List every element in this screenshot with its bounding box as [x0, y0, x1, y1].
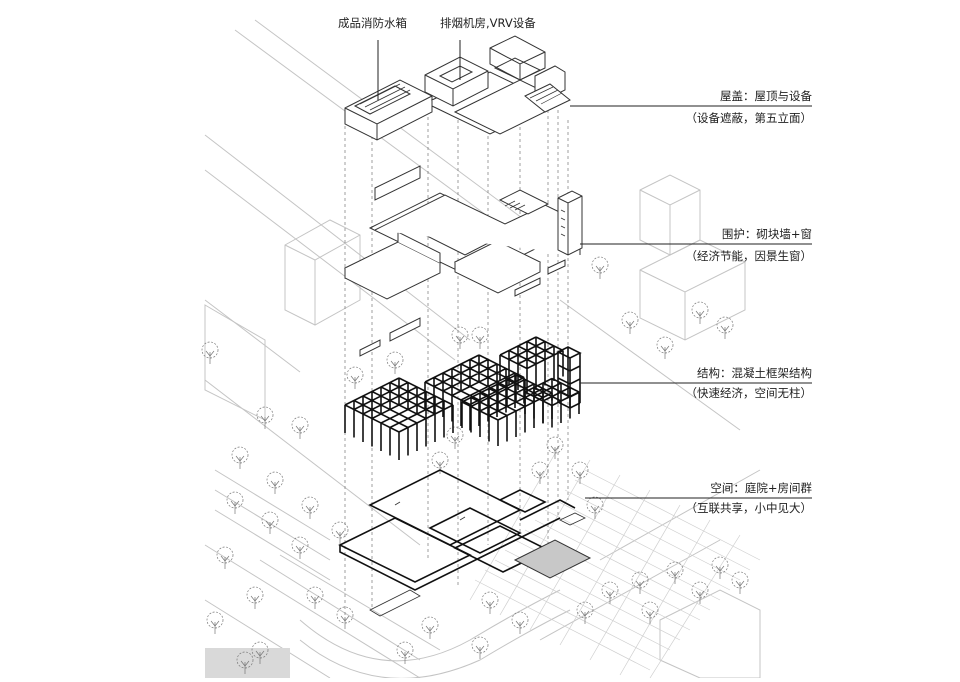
concrete-frame: [499, 336, 564, 395]
tree-icon: [731, 571, 749, 594]
tree-icon: [586, 496, 604, 519]
tree-icon: [346, 366, 364, 389]
tree-icon: [691, 581, 709, 604]
site-context: [204, 19, 761, 679]
tree-icon: [231, 446, 249, 469]
tree-icon: [206, 611, 224, 634]
tree-icon: [666, 561, 684, 584]
tree-icon: [246, 586, 264, 609]
concrete-frame: [424, 354, 525, 431]
tree-icon: [301, 496, 319, 519]
tree-icon: [386, 351, 404, 374]
annotation-title: 空间：庭院+房间群: [710, 481, 812, 495]
tree-icon: [531, 461, 549, 484]
annotation-subtitle: （互联共享，小中见大）: [685, 501, 813, 515]
annotation-subtitle: （经济节能，因景生窗）: [685, 249, 813, 263]
tree-icon: [306, 586, 324, 609]
tree-icon: [711, 556, 729, 579]
space-details: [369, 501, 586, 617]
annotation-title: 围护：砌块墙+窗: [721, 227, 812, 241]
tree-icon: [446, 426, 464, 449]
tree-icon: [511, 611, 529, 634]
tree-icon: [291, 536, 309, 559]
stair-tower-frame: [556, 346, 582, 409]
tree-icon: [261, 511, 279, 534]
annotation-title: 屋盖：屋顶与设备: [720, 89, 812, 103]
structure-layer: [344, 336, 582, 460]
exhaust-room-label: 排烟机房,VRV设备: [440, 16, 536, 30]
tree-icon: [571, 461, 589, 484]
tree-icon: [656, 336, 674, 359]
space-layer: [338, 469, 576, 591]
water-tank-label: 成品消防水箱: [338, 16, 407, 30]
projection-lines: [344, 40, 569, 620]
tree-icon: [601, 581, 619, 604]
tree-icon: [591, 256, 609, 279]
tree-icon: [691, 301, 709, 324]
concrete-frame: [344, 377, 454, 460]
tree-icon: [431, 451, 449, 474]
tree-icon: [621, 311, 639, 334]
roof-layer: [344, 35, 571, 141]
tree-icon: [631, 571, 649, 594]
annotation-title: 结构：混凝土框架结构: [697, 366, 812, 380]
tree-icon: [451, 326, 469, 349]
tree-icon: [256, 406, 274, 429]
tree-icon: [421, 616, 439, 639]
leader-lines: [377, 40, 812, 499]
tree-icon: [716, 316, 734, 339]
trees: [201, 256, 749, 674]
tree-icon: [331, 521, 349, 544]
tree-icon: [471, 326, 489, 349]
annotation-subtitle: （快速经济，空间无柱）: [685, 386, 813, 400]
tree-icon: [251, 641, 269, 664]
tree-icon: [236, 651, 254, 674]
plaza-hatch: [469, 444, 761, 679]
tree-icon: [201, 341, 219, 364]
tree-icon: [266, 471, 284, 494]
envelope-layer: [343, 165, 583, 357]
tree-icon: [396, 641, 414, 664]
annotation-subtitle: （设备遮蔽，第五立面）: [685, 111, 813, 125]
tree-icon: [546, 436, 564, 459]
tree-icon: [481, 591, 499, 614]
tree-icon: [641, 601, 659, 624]
tree-icon: [471, 636, 489, 659]
tree-icon: [226, 491, 244, 514]
tree-icon: [216, 546, 234, 569]
tree-icon: [291, 416, 309, 439]
pool: [513, 539, 592, 579]
tree-icon: [576, 601, 594, 624]
